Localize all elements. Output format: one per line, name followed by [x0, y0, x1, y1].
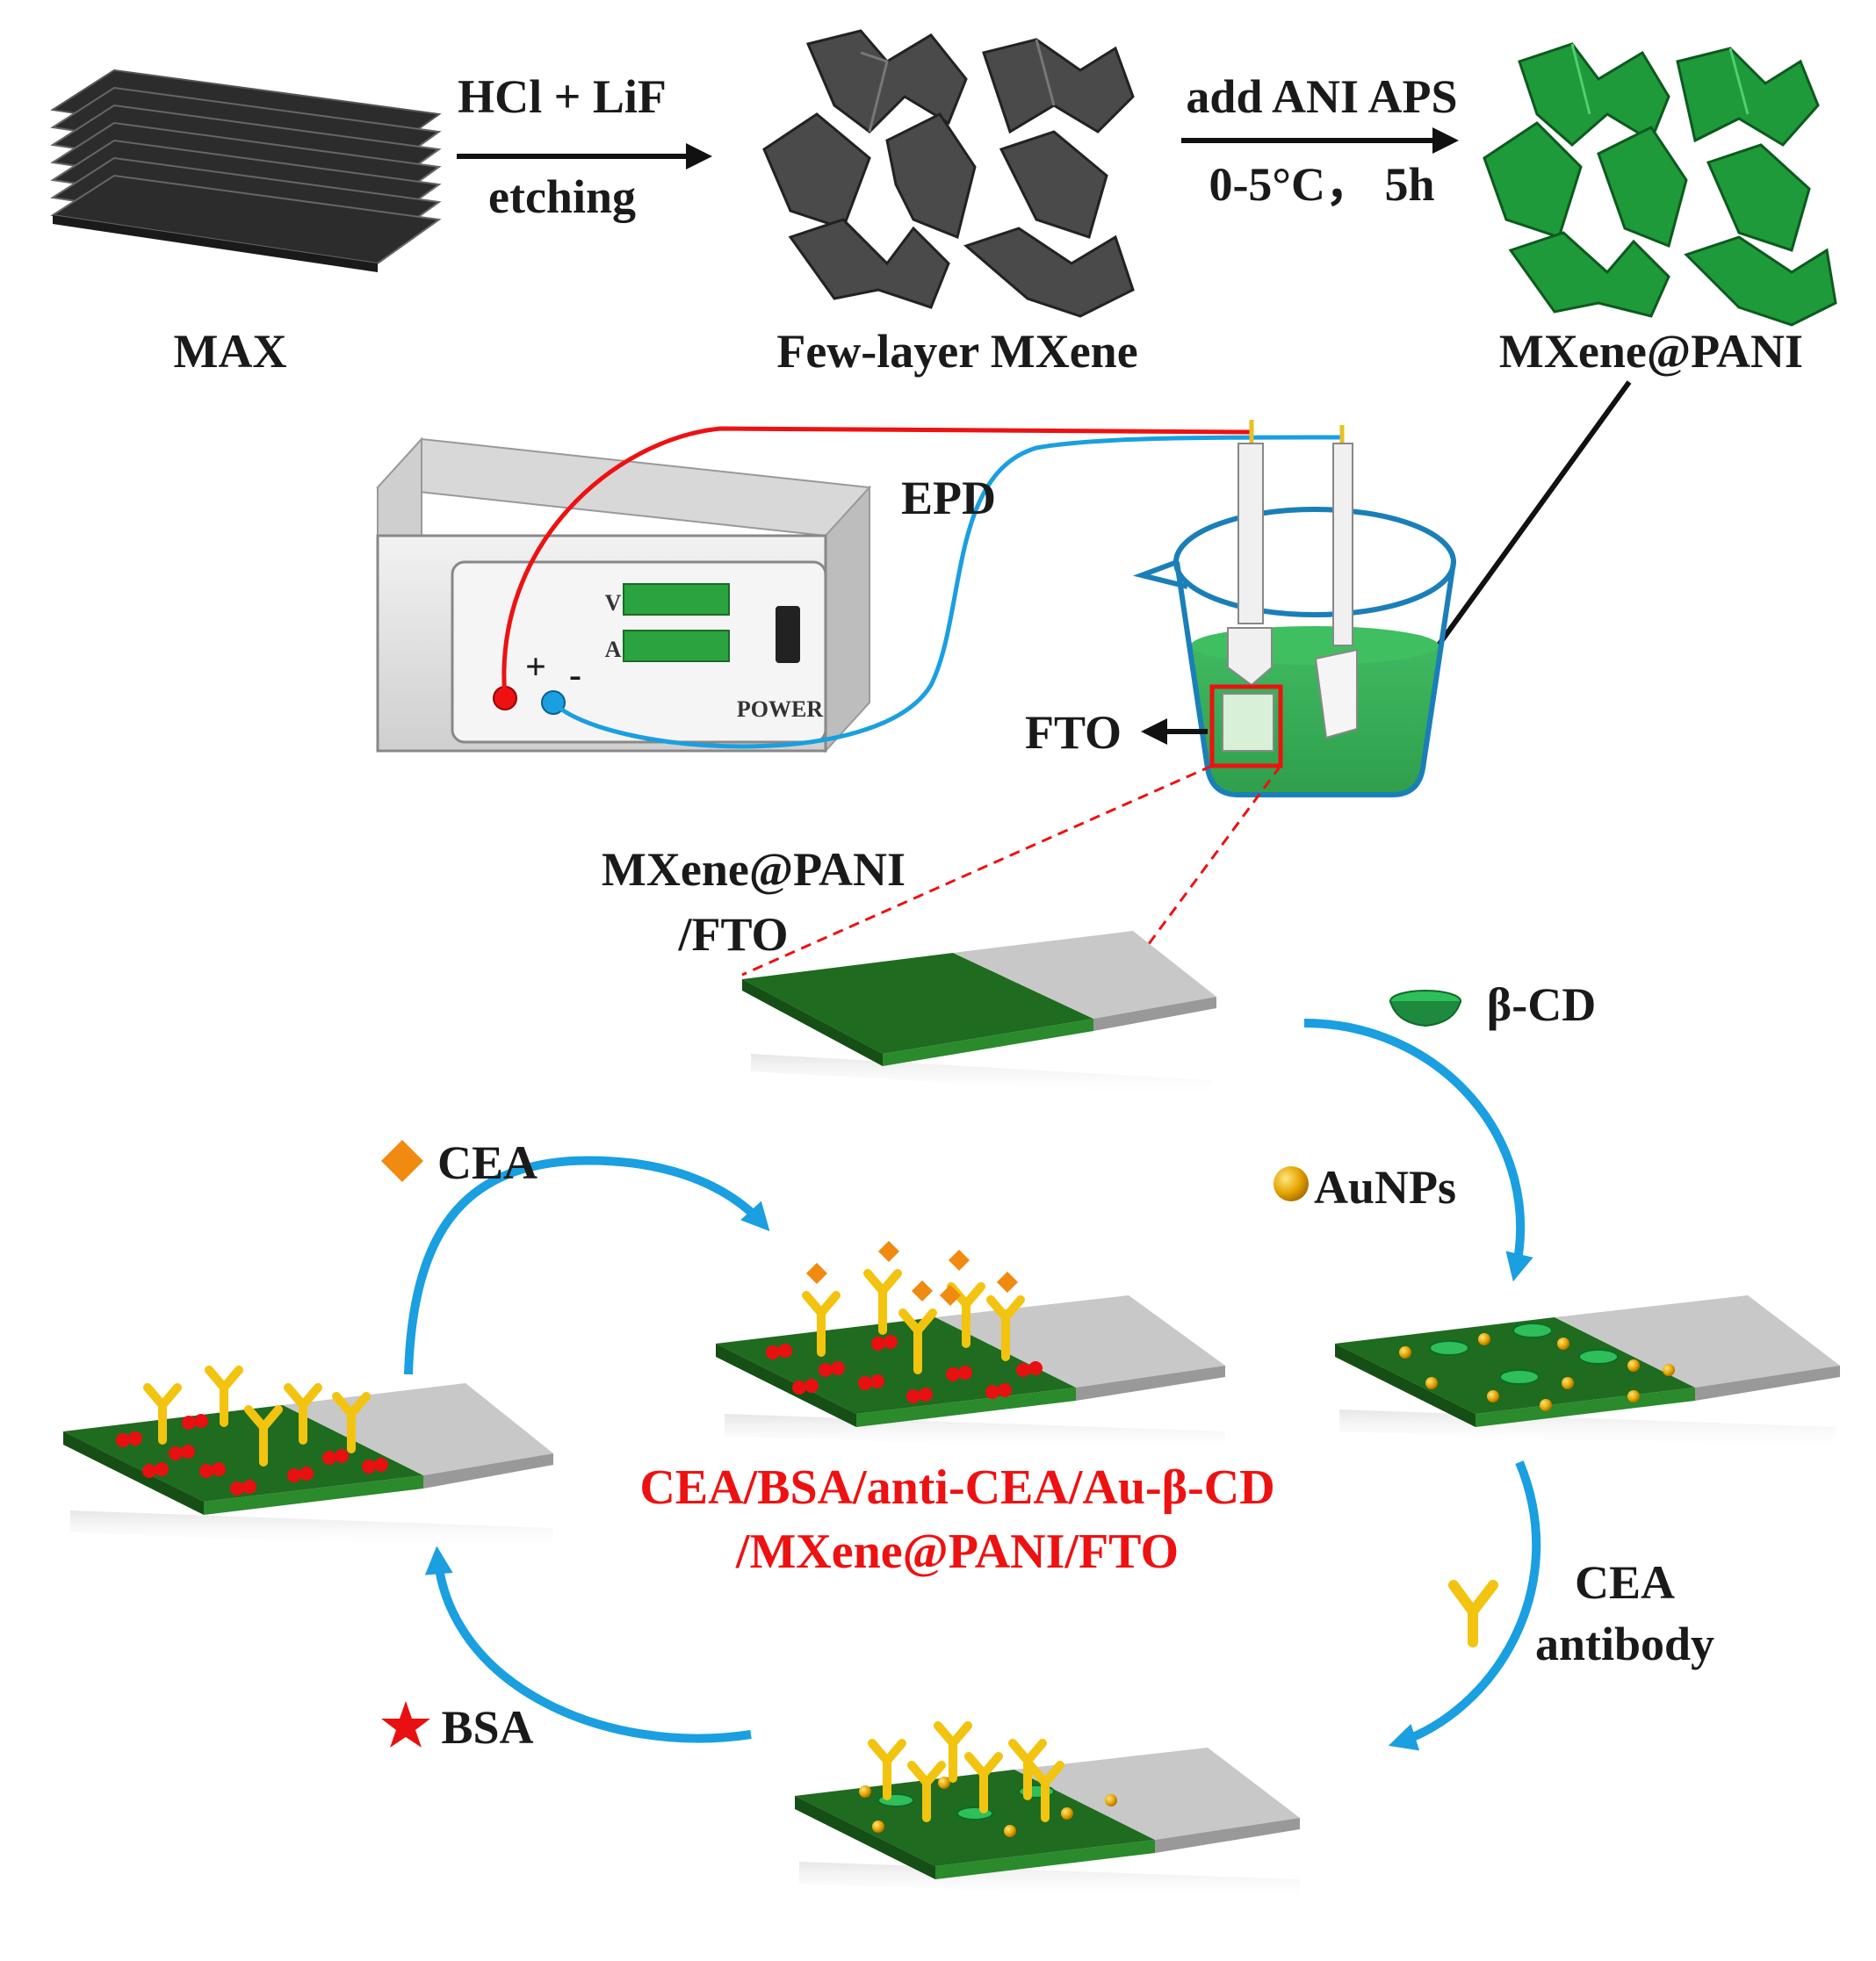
electrode-label-line2: /FTO [677, 908, 788, 961]
cea-antibody-label-line1: CEA [1575, 1556, 1675, 1609]
electrode-au-bcd [1335, 1295, 1840, 1449]
electrode-mxene-pani-fto [742, 931, 1216, 1098]
bsa-label: BSA [441, 1701, 533, 1754]
step-arrow-bcd-aunps [1303, 1019, 1533, 1282]
few-layer-mxene-label: Few-layer MXene [776, 325, 1137, 378]
power-label: POWER [737, 696, 823, 722]
zoom-line-left [741, 764, 1213, 977]
beaker [1132, 443, 1456, 797]
final-electrode-label-line2: /MXene@PANI/FTO [735, 1525, 1179, 1579]
red-wire [501, 426, 1252, 699]
current-display [623, 630, 730, 662]
mxene-pani-label: MXene@PANI [1499, 325, 1803, 378]
aunps-icon [1274, 1166, 1309, 1201]
positive-sign: + [525, 647, 546, 688]
electrode-final [716, 1241, 1225, 1453]
few-layer-mxene-graphic [762, 29, 1135, 318]
final-electrode-label-line1: CEA/BSA/anti-CEA/Au-β-CD [639, 1460, 1274, 1515]
aunps-label: AuNPs [1314, 1161, 1456, 1214]
mxene-pani-graphic [1483, 42, 1837, 327]
negative-sign: - [569, 655, 581, 696]
max-label: MAX [174, 325, 287, 378]
step-arrow-bsa [424, 1546, 752, 1743]
current-indicator-label: A [605, 637, 622, 662]
cea-antibody-icon [1448, 1580, 1498, 1647]
etching-reagent-label: HCl + LiF [458, 70, 667, 123]
step-arrow-antibody [1388, 1460, 1541, 1751]
cea-diamond-icon [381, 1140, 423, 1182]
cea-label: CEA [437, 1136, 538, 1189]
polymerization-condition-label: 0-5°C， 5h [1209, 158, 1434, 211]
fto-label: FTO [1025, 706, 1122, 759]
voltage-indicator-label: V [605, 590, 622, 616]
step-arrow-cea [404, 1156, 770, 1375]
mxene-pani-to-beaker-arrow [1406, 380, 1632, 689]
voltage-display [623, 583, 730, 616]
beta-cd-label: β-CD [1487, 978, 1596, 1031]
electrode-anti-cea [795, 1721, 1300, 1901]
bsa-star-icon [381, 1701, 430, 1748]
fto-highlight-box [1209, 684, 1283, 768]
beta-cd-icon [1389, 990, 1461, 1027]
power-supply: V A POWER + - [375, 436, 872, 753]
etching-label: etching [488, 170, 636, 223]
power-switch [776, 606, 800, 663]
blue-wire [552, 435, 1343, 749]
epd-label: EPD [901, 472, 996, 524]
cea-antibody-label-line2: antibody [1535, 1618, 1714, 1670]
max-stack-graphic [50, 68, 442, 272]
electrode-bsa-anti-cea [63, 1366, 553, 1550]
polymerization-reagent-label: add ANI APS [1186, 70, 1457, 123]
electrode-label-line1: MXene@PANI [602, 843, 906, 896]
